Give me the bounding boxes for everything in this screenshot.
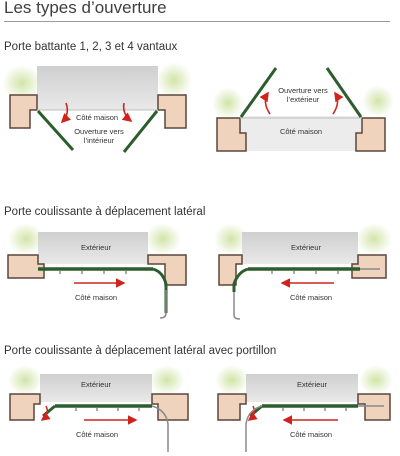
swing-arrow-left [259, 91, 271, 115]
inside-label: Côté maison [75, 293, 117, 302]
door-leaf-left [36, 109, 75, 152]
rail-curve [151, 405, 169, 452]
wall-left [7, 254, 45, 279]
wicket-gate [42, 404, 56, 418]
grass-left [8, 365, 42, 395]
swing-arrow-right [121, 102, 133, 122]
sliding-door-left-diagram: Extérieur Côté maison [214, 223, 392, 320]
wall-left [218, 254, 243, 286]
grass-right [359, 365, 393, 395]
grass-right [362, 85, 394, 117]
inside-label: Côté maison [290, 293, 332, 302]
direction-label-line2: l’extérieur [287, 95, 320, 104]
grass-left [215, 365, 249, 395]
direction-label-line2: l’intérieur [84, 136, 115, 145]
opening-area [38, 232, 148, 264]
door-leaf-left [239, 67, 278, 118]
inside-label: Côté maison [76, 113, 118, 122]
swing-door-outward-diagram: Ouverture vers l’extérieur Côté maison [212, 67, 394, 152]
opening-area [242, 232, 358, 264]
wall-right [355, 117, 386, 152]
grass-right [145, 223, 181, 255]
inside-area [240, 116, 362, 151]
grass-right [356, 223, 392, 255]
wicket-arrow [247, 405, 258, 421]
wall-left [9, 393, 41, 421]
grass-left [8, 223, 44, 255]
outside-label: Extérieur [297, 380, 328, 389]
opening-area [37, 66, 158, 110]
wall-right [351, 254, 387, 279]
opening-area [246, 374, 358, 402]
section-title-sliding-wicket: Porte coulissante à déplacement latéral … [4, 345, 277, 357]
wall-right [357, 393, 391, 421]
inside-label: Côté maison [280, 127, 322, 136]
door-leaf-right [325, 67, 363, 118]
page-title: Les types d’ouverture [4, 0, 167, 17]
door-curve [152, 267, 168, 313]
wicket-arrow [40, 405, 51, 421]
rail-curve [245, 405, 263, 452]
swing-door-inward-diagram: Côté maison Ouverture vers l’intérieur [2, 62, 192, 153]
grass-left [212, 87, 244, 119]
wall-right [151, 393, 189, 421]
section-title-swing: Porte battante 1, 2, 3 et 4 vantaux [4, 41, 178, 53]
inside-label: Côté maison [290, 430, 332, 439]
section-title-sliding: Porte coulissante à déplacement latéral [4, 206, 206, 218]
door-curve [232, 267, 249, 292]
door-leaf-right [122, 110, 159, 153]
wall-right [157, 94, 187, 129]
outside-label: Extérieur [81, 380, 112, 389]
grass-right [149, 365, 185, 395]
outside-label: Extérieur [81, 243, 112, 252]
grass-left [214, 223, 248, 255]
inside-label: Côté maison [76, 430, 118, 439]
swing-arrow-left [60, 102, 72, 124]
sliding-door-right-diagram: Extérieur Côté maison [7, 223, 187, 319]
sliding-wicket-door-right-diagram: Extérieur Côté maison [8, 365, 189, 452]
direction-label-line1: Ouverture vers [74, 127, 124, 136]
swing-arrow-right [332, 91, 344, 115]
wall-left [9, 94, 38, 129]
rail-curve [233, 292, 241, 320]
grass-left [2, 65, 42, 101]
opening-area [40, 374, 152, 402]
wall-left [217, 393, 247, 421]
direction-label-line1: Ouverture vers [278, 86, 328, 95]
grass-right [156, 62, 192, 98]
outside-label: Extérieur [291, 243, 322, 252]
sliding-wicket-door-left-diagram: Extérieur Côté maison [215, 365, 393, 452]
rail-curve [159, 290, 167, 319]
title-divider [4, 21, 390, 22]
